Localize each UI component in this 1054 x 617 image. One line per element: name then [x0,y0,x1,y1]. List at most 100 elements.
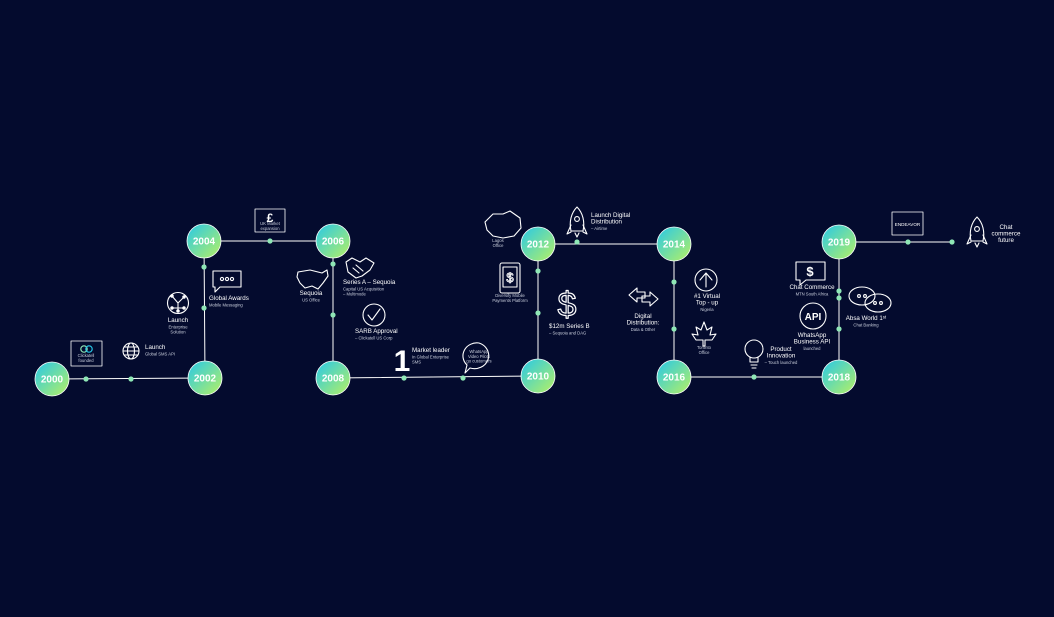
event-title: SARB Approval [355,328,398,335]
event-subtitle: Diversify Mobile [495,293,525,298]
year-label: 2004 [193,237,216,248]
api-badge-icon: API [799,302,827,330]
year-node-2018: 2018 [821,359,857,395]
event-subtitle: Video Pilots [468,354,490,359]
year-node-circle [520,358,556,394]
milestone-dot [671,326,677,332]
endeavor-logo-icon: ENDEAVOR [891,211,924,236]
speech-bubble-icon [462,342,490,374]
event-series-b: $12m Series B– Sequoia and DAG [549,323,590,336]
event-title: Digital [634,313,651,320]
event-subtitle: Lagos [492,238,503,243]
network-globe-icon [166,291,190,315]
milestone-dot [574,239,580,245]
event-title: future [998,237,1014,244]
event-title: Launch [168,317,189,324]
year-label: 2014 [663,240,686,251]
year-label: 2019 [828,238,851,249]
event-subtitle: MTN South Africa [796,292,829,297]
event-subtitle: Solution [170,329,186,334]
year-node-2002: 2002 [187,360,223,396]
year-label: 2012 [527,240,550,251]
event-title: Series A – Sequoia [343,279,396,286]
globe-icon [122,342,140,360]
milestone-dot [128,376,134,382]
year-node-2012: 2012 [520,226,556,262]
event-title: Sequoia [300,290,323,297]
year-node-circle [186,223,222,259]
checkmark-icon [362,303,386,327]
mobile-dollar-icon: $ [499,262,521,294]
dollar-chat-icon: $ [795,261,826,286]
event-title: Top - up [696,300,719,307]
event-subtitle: SMS [412,359,421,364]
event-subtitle: Payments Platform [492,298,528,303]
milestone-dot [671,279,677,285]
milestone-dot [751,374,757,380]
event-title: $12m Series B [549,323,590,330]
event-title: Innovation [767,353,796,360]
swap-arrows-icon [628,287,659,307]
event-subtitle: founded [78,358,94,363]
year-label: 2008 [322,374,345,385]
event-title: Absa World 1ˢᵗ [846,315,887,322]
event-subtitle: – Touch launched [765,360,798,365]
milestone-dot [949,239,955,245]
maple-leaf-icon [691,321,717,347]
year-node-2014: 2014 [656,226,692,262]
milestone-dot [836,326,842,332]
rocket-icon [566,206,588,238]
year-label: 2002 [194,374,217,385]
year-node-2016: 2016 [656,359,692,395]
year-node-circle [821,224,857,260]
milestone-dot [460,375,466,381]
year-node-2006: 2006 [315,223,351,259]
event-subtitle: Clickatell [78,353,95,358]
event-subtitle: Toronto [697,345,712,350]
milestone-dot [836,295,842,301]
svg-text:$: $ [506,270,514,285]
year-node-circle [187,360,223,396]
event-subtitle: – Clickatell US Corp [355,336,393,341]
milestone-dot [201,264,207,270]
year-label: 2006 [322,237,345,248]
event-title: Market leader [412,347,450,354]
year-node-circle [520,226,556,262]
svg-text:1: 1 [394,345,411,378]
year-label: 2000 [41,375,64,386]
year-node-2010: 2010 [520,358,556,394]
event-subtitle: – Sequoia and DAG [549,331,586,336]
event-subtitle: go customers [466,359,491,364]
handshake-icon [345,257,375,279]
year-node-circle [315,223,351,259]
event-subtitle: Nigeria [700,307,714,312]
pound-sign-icon: £ [254,208,286,233]
event-title: Launch [145,344,166,351]
event-title: Business API [794,339,831,346]
year-label: 2016 [663,373,686,384]
chat-bubble-icon [212,270,242,293]
event-title: #1 Virtual [694,293,720,300]
event-subtitle: – Multimode [343,291,366,296]
year-node-circle [315,360,351,396]
milestone-dots [83,238,955,382]
api-badge-text: API [805,312,822,323]
event-title: Distribution: [627,320,660,327]
upload-arrow-icon [694,268,718,292]
event-subtitle: Capital US Acquisition [343,287,385,292]
timeline-line [51,240,952,380]
